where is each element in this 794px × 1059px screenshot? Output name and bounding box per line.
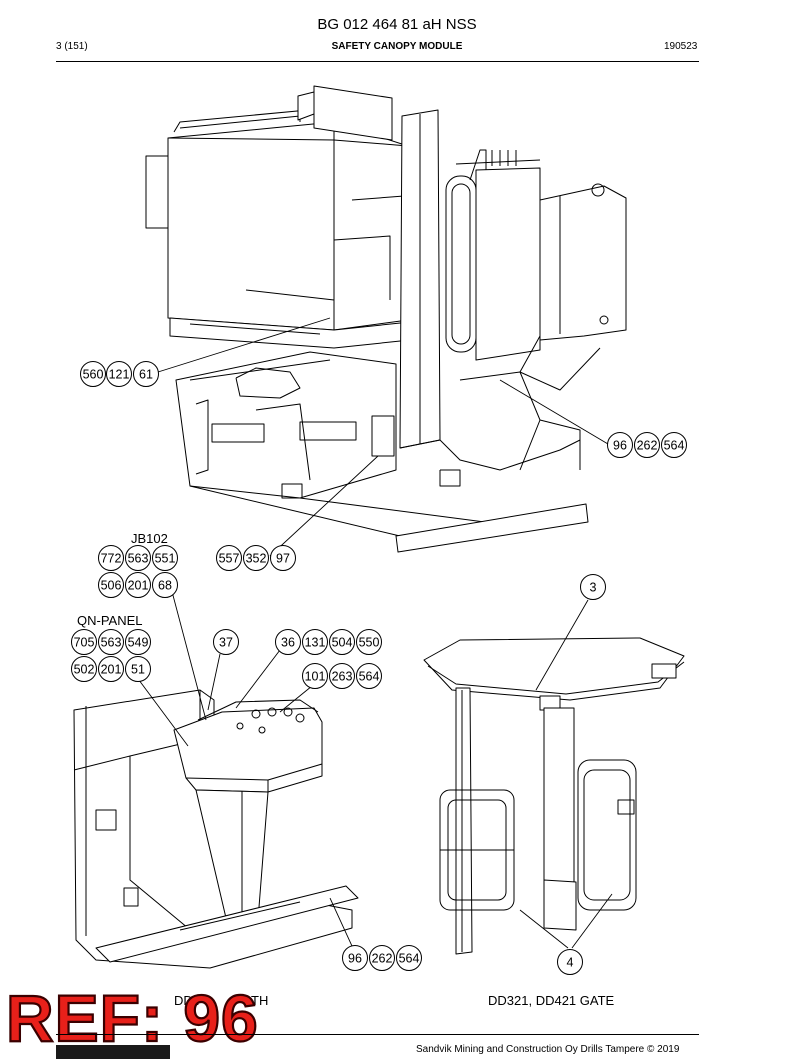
section-title: SAFETY CANOPY MODULE — [331, 41, 463, 52]
callout-number: 201 — [128, 579, 149, 593]
callout-number: 121 — [109, 368, 130, 382]
caption-left: DD4 — [174, 993, 201, 1008]
callout-number: 564 — [399, 952, 420, 966]
callout-101-263-564: 101 263 564 — [302, 663, 382, 689]
jb102-label: JB102 — [131, 531, 168, 546]
callout-number: 68 — [158, 579, 172, 593]
caption-right: DD321, DD421 GATE — [488, 993, 615, 1008]
caption-left-tail: TH — [251, 993, 269, 1008]
callout-number: 263 — [332, 670, 353, 684]
callout-4: 4 — [557, 949, 583, 975]
callout-number: 563 — [101, 636, 122, 650]
document-number: BG 012 464 81 aH NSS — [317, 16, 477, 33]
callout-number: 550 — [359, 636, 380, 650]
callout-3: 3 — [580, 574, 606, 600]
callout-number: 101 — [305, 670, 326, 684]
callout-number: 3 — [590, 581, 597, 595]
callout-number: 772 — [101, 552, 122, 566]
callout-number: 551 — [155, 552, 176, 566]
callout-number: 557 — [219, 552, 240, 566]
callout-36-131-504-550: 36 131 504 550 — [275, 629, 382, 655]
callout-number: 262 — [372, 952, 393, 966]
callout-number: 201 — [101, 663, 122, 677]
callout-772-563-551: 772 563 551 — [98, 545, 178, 571]
callout-number: 131 — [305, 636, 326, 650]
footer-divider — [56, 1034, 699, 1035]
callout-number: 97 — [276, 552, 290, 566]
callout-number: 564 — [359, 670, 380, 684]
callout-number: 705 — [74, 636, 95, 650]
callout-number: 352 — [246, 552, 267, 566]
callout-506-201-68: 506 201 68 — [98, 572, 178, 598]
callout-number: 506 — [101, 579, 122, 593]
callout-705-563-549: 705 563 549 — [71, 629, 151, 655]
callout-number: 51 — [131, 663, 145, 677]
main-module-drawing — [145, 85, 627, 553]
control-panel-assembly-drawing — [73, 689, 359, 969]
callout-557-352-97: 557 352 97 — [216, 545, 296, 571]
callout-number: 4 — [567, 956, 574, 970]
callout-number: 564 — [664, 439, 685, 453]
callout-number: 549 — [128, 636, 149, 650]
callout-560-121-61: 560 121 61 — [80, 361, 159, 387]
callout-number: 560 — [83, 368, 104, 382]
page-number: 3 (151) — [56, 41, 88, 52]
callout-96-262-564-top: 96 262 564 — [607, 432, 687, 458]
qn-panel-label: QN-PANEL — [77, 613, 143, 628]
callout-96-262-564-bottom: 96 262 564 — [342, 945, 422, 971]
callout-number: 96 — [348, 952, 362, 966]
canopy-gate-drawing — [423, 637, 685, 955]
callout-502-201-51: 502 201 51 — [71, 656, 151, 682]
header-divider — [56, 61, 699, 62]
footer-copyright: Sandvik Mining and Construction Oy Drill… — [416, 1044, 680, 1055]
brand-logo — [56, 1045, 170, 1059]
callout-number: 504 — [332, 636, 353, 650]
callout-37: 37 — [213, 629, 239, 655]
callout-number: 502 — [74, 663, 95, 677]
callout-number: 36 — [281, 636, 295, 650]
callout-number: 37 — [219, 636, 233, 650]
callout-number: 96 — [613, 439, 627, 453]
callout-number: 262 — [637, 439, 658, 453]
leader-lines — [129, 317, 613, 949]
callout-number: 563 — [128, 552, 149, 566]
date-code: 190523 — [664, 41, 698, 52]
reference-stamp: REF: 96 — [5, 981, 259, 1055]
callout-number: 61 — [139, 368, 153, 382]
